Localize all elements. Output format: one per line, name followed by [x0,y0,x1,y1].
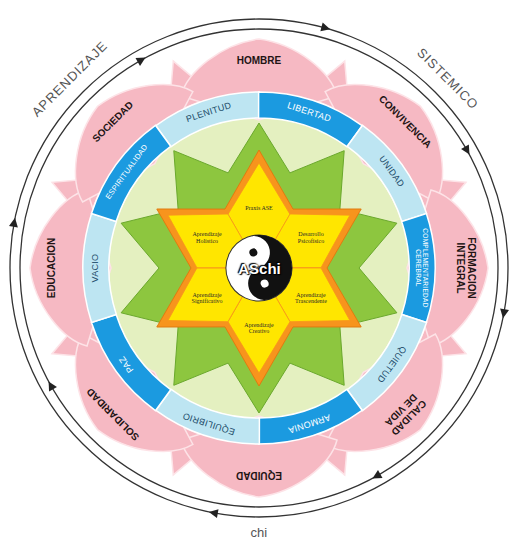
ring-shape [85,308,176,416]
green-star [121,123,397,413]
inner-circle [20,29,498,507]
outer-circle [10,19,508,517]
ring-segment: COMPLEMENTARIEDAD CEREBRAL [407,213,437,323]
arrow-head [370,470,382,482]
arrow-head [499,308,509,318]
orange-hexagram [157,150,361,386]
arrow-head [320,23,331,34]
arrow-head [136,54,148,66]
center-text: ASchi [238,260,281,277]
arrow-head [45,379,57,391]
yin-yang-dot [260,278,270,288]
hexagram-text: Desarrollo Psicofísico [292,231,330,244]
ring-shape [402,214,435,323]
yin-yang-symbol [232,226,301,305]
ring-shape [342,308,433,416]
hexagram-text: Aprendizaje Significativo [188,292,226,305]
petal-text: EQUIDAD [214,470,304,482]
ring-shape [342,121,433,229]
petal-text: HOMBRE [214,55,304,67]
arrow-head [461,145,473,157]
petal-text: FORMACION INTEGRAL [455,228,478,308]
hexagram-text: Aprendizaje Holístico [188,231,226,244]
yin-yang-dot [248,247,258,257]
yin-yang-symbol [217,226,302,311]
ring-segment: VACIO [81,213,111,323]
ring-shape [153,84,267,149]
caption: chi [251,526,268,541]
ring-shape [251,387,365,452]
hexagram-text: Aprendizaje Creativo [240,322,278,335]
outer-label: SISTEMICO [413,46,480,113]
ring-text: COMPLEMENTARIEDAD CEREBRAL [415,222,429,314]
ring-shape [251,84,365,149]
hexagram-text: Aprendizaje Trascendente [292,292,330,305]
arrow-head [208,508,218,518]
ring-shape [85,121,176,229]
petal-text: EDUCACION [46,223,58,313]
ring-shape [153,387,267,452]
arrow-head [9,217,19,227]
ring-text: VACIO [91,222,101,314]
hexagram-text: Praxis ASE [240,205,278,212]
ring-shape [83,214,116,323]
